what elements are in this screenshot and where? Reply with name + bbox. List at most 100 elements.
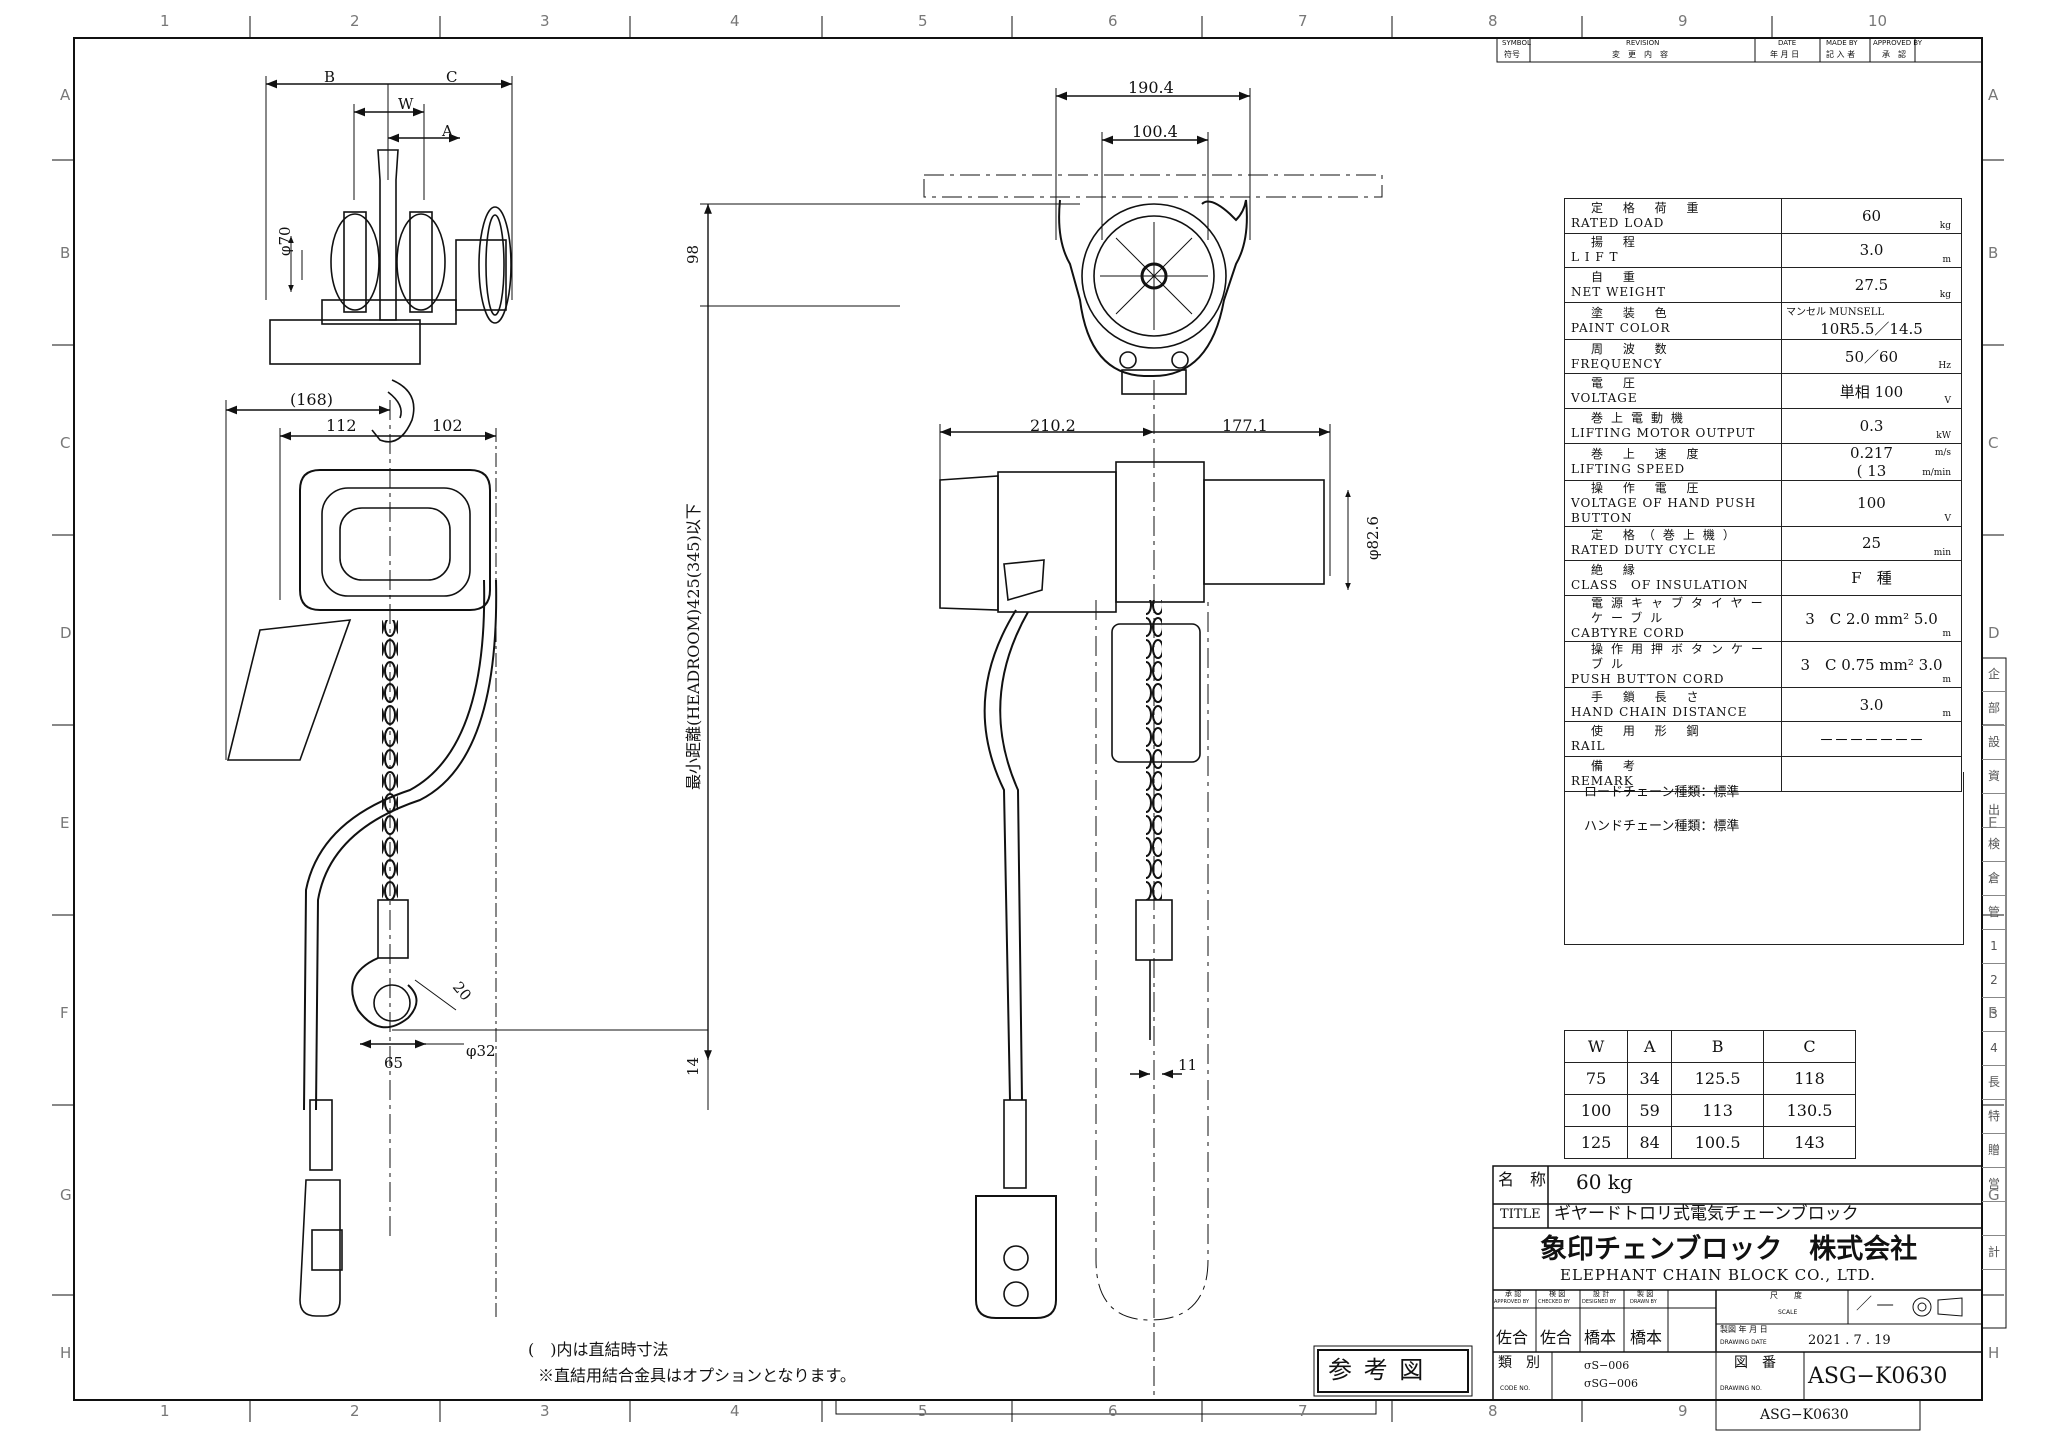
spec-unit: m [1942,255,1951,266]
stamp-cell: 特 [1982,1100,2006,1134]
stamp-cell: 4 [1982,1032,2006,1066]
spec-unit: kg [1939,289,1951,300]
rev-revision-jp: 変 更 内 容 [1612,50,1668,59]
rev-date-jp: 年 月 日 [1770,50,1800,59]
rev-revision: REVISION [1626,39,1660,47]
wabc-cell: 100.5 [1671,1126,1765,1159]
col-number-bottom: 1 [160,1402,170,1420]
spec-value: F 種 [1781,560,1962,596]
rev-approved-by: APPROVED BY [1873,39,1923,47]
wabc-cell: 118 [1763,1062,1856,1095]
tb-date-label-en: DRAWING DATE [1720,1339,1767,1346]
dim-102: 102 [432,416,463,435]
spec-unit: m [1942,674,1951,685]
tb-code-label-jp: 類 別 [1498,1355,1540,1371]
row-letter-left: C [60,434,71,452]
tb-company-en: ELEPHANT CHAIN BLOCK CO., LTD. [1560,1266,1876,1284]
stamp-cell: 企 [1982,658,2006,692]
col-number-bottom: 3 [540,1402,550,1420]
row-letter-left: E [60,814,70,832]
row-letter-right: D [1988,624,2000,642]
dim-c: C [446,68,458,86]
col-number-top: 1 [160,12,170,30]
spec-value-main: 0.217 [1850,443,1893,462]
spec-value-secondary: ( 13 [1856,461,1887,480]
spec-unit: kg [1939,220,1951,231]
stamp-cell: 営 [1982,1168,2006,1202]
spec-label-jp: 使 用 形 鋼 [1591,724,1707,739]
row-letter-right: F [1988,1004,1997,1022]
row-letter-left: B [60,244,71,262]
spec-value-main: 3 C 2.0 mm² 5.0 [1805,609,1938,628]
tb-code-label-en: CODE NO. [1500,1385,1531,1392]
tb-designed-name: 橋本 [1584,1328,1617,1347]
tb-drawing-no-small: ASG−K0630 [1760,1407,1849,1423]
wabc-header-cell: B [1671,1030,1765,1063]
tb-date-label-jp: 製図 年 月 日 [1720,1325,1768,1334]
spec-value-top: マンセル MUNSELL [1786,306,1885,318]
col-number-top: 9 [1678,12,1688,30]
stamp-cell: 部 [1982,692,2006,726]
spec-label-jp: 絶 縁 [1591,562,1643,577]
row-letter-right: A [1988,86,1999,104]
tb-name-label: 名 称 [1498,1170,1547,1189]
tb-drawing-no: ASG−K0630 [1808,1364,1948,1389]
col-number-top: 5 [918,12,928,30]
stamp-cell: 3 [1982,998,2006,1032]
spec-label-jp: 定 格 荷 重 [1591,200,1707,215]
spec-label-jp: 操作用押ボタンケーブル [1591,641,1772,671]
spec-label-jp: 電 圧 [1591,376,1643,391]
wabc-cell: 143 [1763,1126,1856,1159]
spec-value-main: 単相 100 [1839,382,1904,401]
spec-label-en: REMARK [1571,773,1634,788]
stamp-cell: 管 [1982,896,2006,930]
dim-b: B [324,68,336,86]
wabc-cell: 125 [1563,1126,1629,1159]
tb-drawing-label-jp: 図 番 [1734,1355,1776,1371]
stamp-cell: 設 [1982,726,2006,760]
spec-label-jp: 操 作 電 圧 [1591,480,1707,495]
col-number-top: 2 [350,12,360,30]
row-letter-right: H [1988,1344,2000,1362]
spec-value-main: 27.5 [1854,275,1889,294]
row-letter-left: D [60,624,72,642]
wabc-cell: 130.5 [1763,1094,1856,1127]
stamp-cell: 長 [1982,1066,2006,1100]
dim-phi32: φ32 [466,1042,496,1060]
tb-code-value-2: σSG−006 [1584,1377,1639,1390]
tb-name-value: 60 kg [1576,1170,1633,1194]
rev-approved-by-jp: 承 認 [1882,50,1906,59]
spec-unit: Hz [1938,361,1951,372]
tb-scale-value: ／ ― [1856,1294,1894,1313]
spec-label-en: LIFTING MOTOR OUTPUT [1571,425,1756,440]
row-letter-left: H [60,1344,72,1362]
col-number-top: 3 [540,12,550,30]
spec-label-jp: 塗 装 色 [1591,305,1675,320]
dim-65: 65 [384,1054,404,1072]
spec-label-en: CABTYRE CORD [1571,625,1685,640]
dim-11: 11 [1178,1056,1198,1074]
spec-label-en: FREQUENCY [1571,356,1663,371]
tb-code-value-1: σS−006 [1584,1359,1630,1372]
